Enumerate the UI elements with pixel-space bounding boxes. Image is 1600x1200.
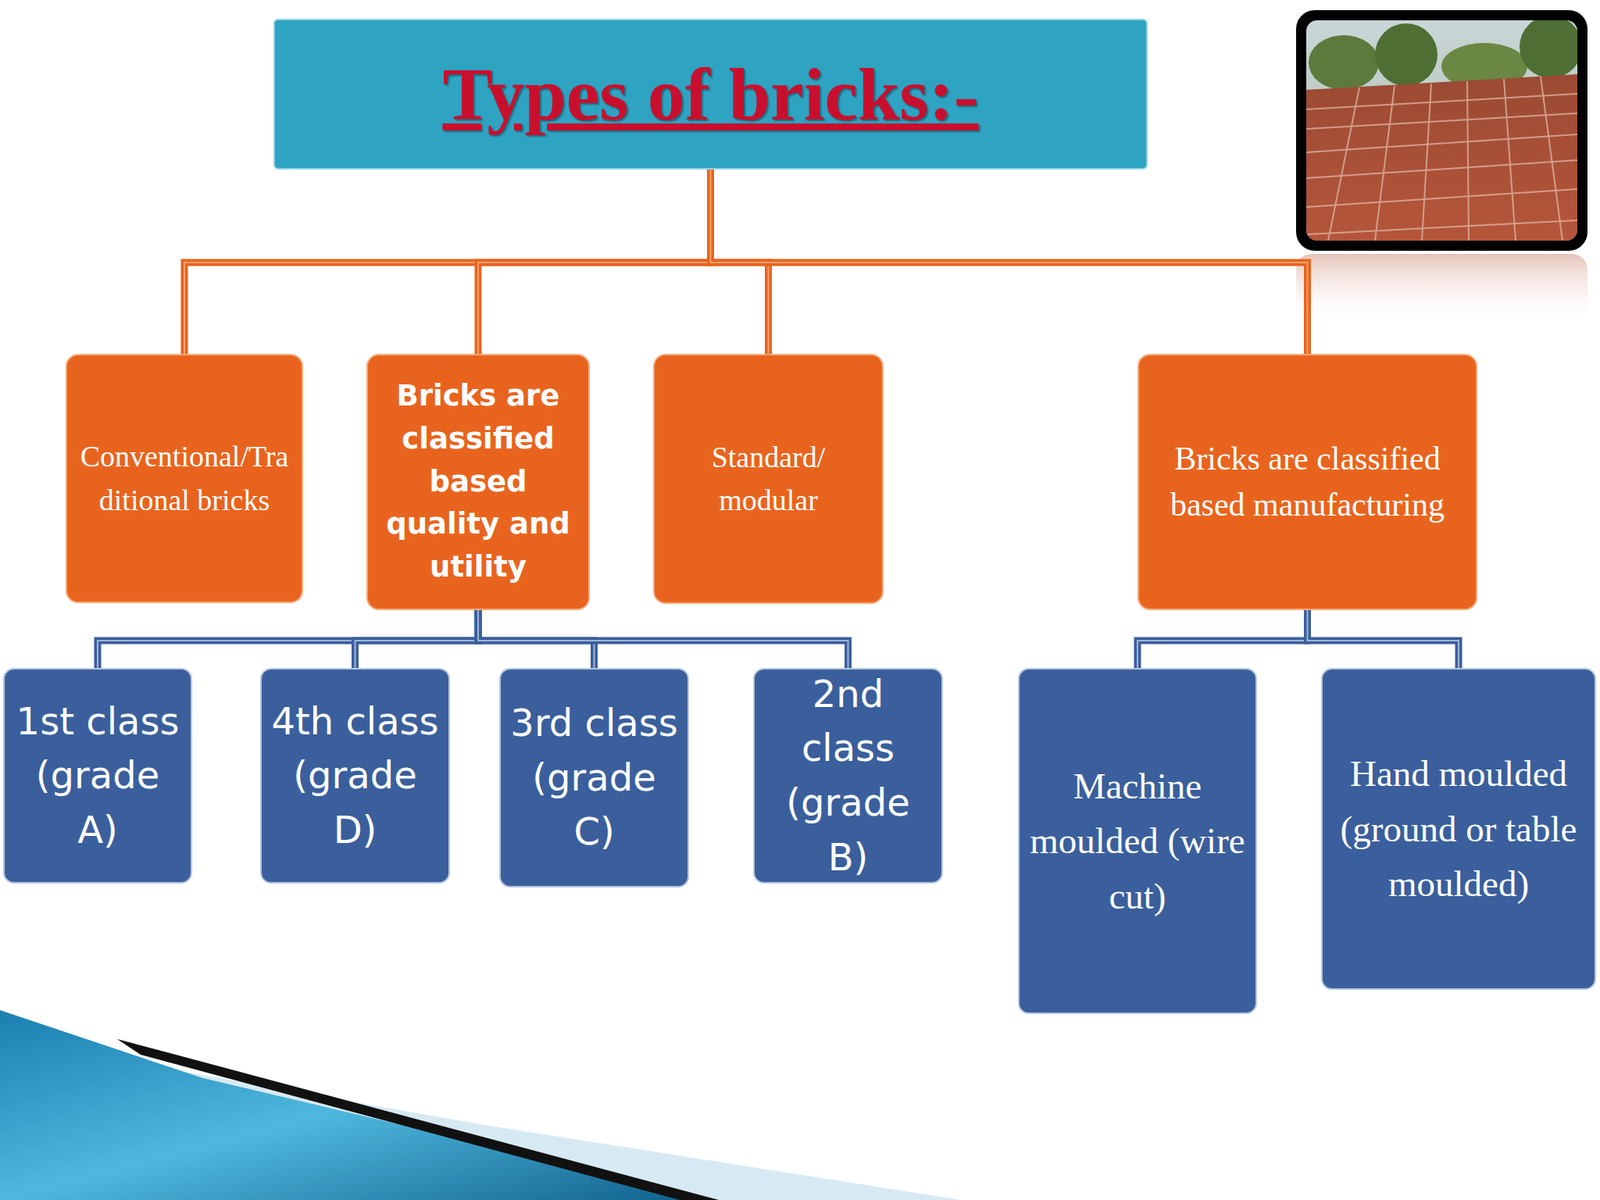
grade-box: 1st class (grade A) xyxy=(3,667,193,884)
connector-line xyxy=(478,169,711,354)
box-text: Bricks are classified based manufacturin… xyxy=(1145,435,1470,529)
connector-highlight xyxy=(184,169,711,354)
connector xyxy=(710,169,769,354)
box-text: Machine moulded (wire cut) xyxy=(1025,758,1250,925)
box-text: 4th class (grade D) xyxy=(267,694,443,858)
connector xyxy=(710,169,1308,354)
connector-highlight xyxy=(710,169,769,354)
box-text: Bricks are classified based quality and … xyxy=(374,375,583,590)
text-holder: Standard/ modular xyxy=(660,435,876,522)
method-box: Hand moulded (ground or table moulded) xyxy=(1321,667,1597,990)
connector-line xyxy=(1137,610,1308,668)
connector xyxy=(355,610,479,668)
box-text: 2nd class (grade B) xyxy=(760,667,936,885)
connector-highlight xyxy=(97,610,479,668)
category-box: Bricks are classified based manufacturin… xyxy=(1137,353,1478,611)
text-holder: 1st class (grade A) xyxy=(10,694,185,858)
connector-line xyxy=(478,610,595,668)
grade-box: 4th class (grade D) xyxy=(260,667,450,884)
category-box: Standard/ modular xyxy=(653,353,884,604)
connector-highlight xyxy=(478,610,595,668)
connector-line xyxy=(97,610,479,668)
text-holder: 3rd class (grade C) xyxy=(507,696,682,860)
connector-highlight xyxy=(1307,610,1460,668)
text-holder: Types of bricks:- xyxy=(442,50,979,138)
connector xyxy=(478,610,595,668)
corner-swoosh xyxy=(0,1010,961,1200)
connector-line xyxy=(478,610,849,668)
text-holder: Machine moulded (wire cut) xyxy=(1025,758,1250,925)
connector-highlight xyxy=(478,169,711,354)
connector-line xyxy=(710,169,769,354)
method-box: Machine moulded (wire cut) xyxy=(1017,667,1258,1015)
brick-field-photo xyxy=(1296,10,1588,325)
connector xyxy=(1307,610,1460,668)
category-box: Bricks are classified based quality and … xyxy=(366,353,590,611)
box-text: Hand moulded (ground or table moulded) xyxy=(1328,746,1589,912)
connector xyxy=(478,610,849,668)
connector-highlight xyxy=(1137,610,1308,668)
connector xyxy=(478,169,711,354)
connector xyxy=(1137,610,1308,668)
text-holder: 4th class (grade D) xyxy=(267,694,443,858)
box-text: Conventional/Traditional bricks xyxy=(73,435,296,522)
box-text: 3rd class (grade C) xyxy=(507,696,682,860)
connector-highlight xyxy=(478,610,849,668)
grade-box: 3rd class (grade C) xyxy=(499,667,690,888)
connector-line xyxy=(184,169,711,354)
connector-line xyxy=(1307,610,1460,668)
text-holder: Conventional/Traditional bricks xyxy=(73,435,296,522)
box-text: Standard/ modular xyxy=(660,435,876,522)
text-holder: 2nd class (grade B) xyxy=(760,667,936,885)
grade-box: 2nd class (grade B) xyxy=(753,667,943,884)
text-holder: Bricks are classified based manufacturin… xyxy=(1145,435,1470,529)
connector xyxy=(184,169,711,354)
title-box: Types of bricks:- xyxy=(273,18,1148,170)
text-holder: Bricks are classified based quality and … xyxy=(374,375,583,590)
connector-line xyxy=(355,610,479,668)
box-text: Types of bricks:- xyxy=(442,50,979,138)
connector-highlight xyxy=(355,610,479,668)
category-box: Conventional/Traditional bricks xyxy=(65,353,304,604)
connector-line xyxy=(710,169,1308,354)
connector xyxy=(97,610,479,668)
connector-highlight xyxy=(710,169,1308,354)
box-text: 1st class (grade A) xyxy=(10,694,185,858)
text-holder: Hand moulded (ground or table moulded) xyxy=(1328,746,1589,912)
